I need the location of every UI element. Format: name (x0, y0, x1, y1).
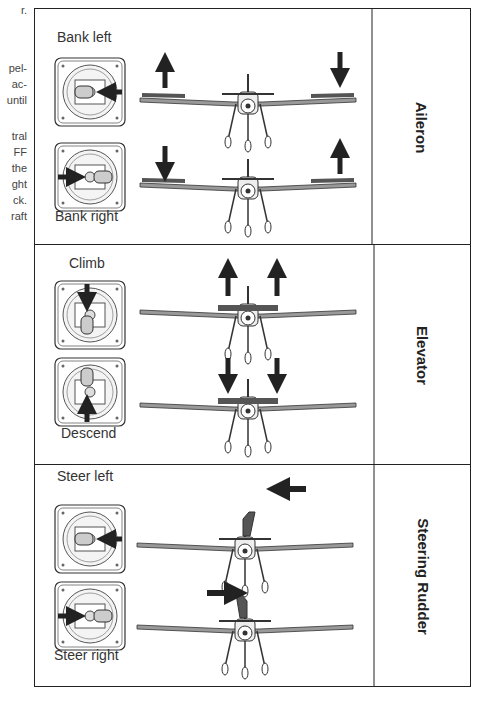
margin-text: until (7, 94, 27, 106)
control-label: Bank right (55, 208, 118, 224)
control-label: Descend (61, 425, 116, 441)
section-title: Steering Rudder (415, 518, 432, 635)
margin-text: raft (11, 210, 27, 222)
margin-text: r. (21, 4, 27, 16)
margin-text: FF (14, 146, 27, 158)
section-title: Aileron (414, 102, 431, 154)
margin-text: tral (12, 130, 27, 142)
margin-text: the (12, 162, 27, 174)
control-label: Bank left (57, 29, 111, 45)
control-label: Steer right (54, 647, 119, 663)
control-label: Steer left (57, 468, 113, 484)
margin-text: ck. (13, 194, 27, 206)
margin-text: ac- (12, 78, 27, 90)
control-label: Climb (69, 255, 105, 271)
margin-text: ght (12, 178, 27, 190)
margin-text: pel- (9, 62, 27, 74)
section-title: Elevator (414, 326, 431, 385)
